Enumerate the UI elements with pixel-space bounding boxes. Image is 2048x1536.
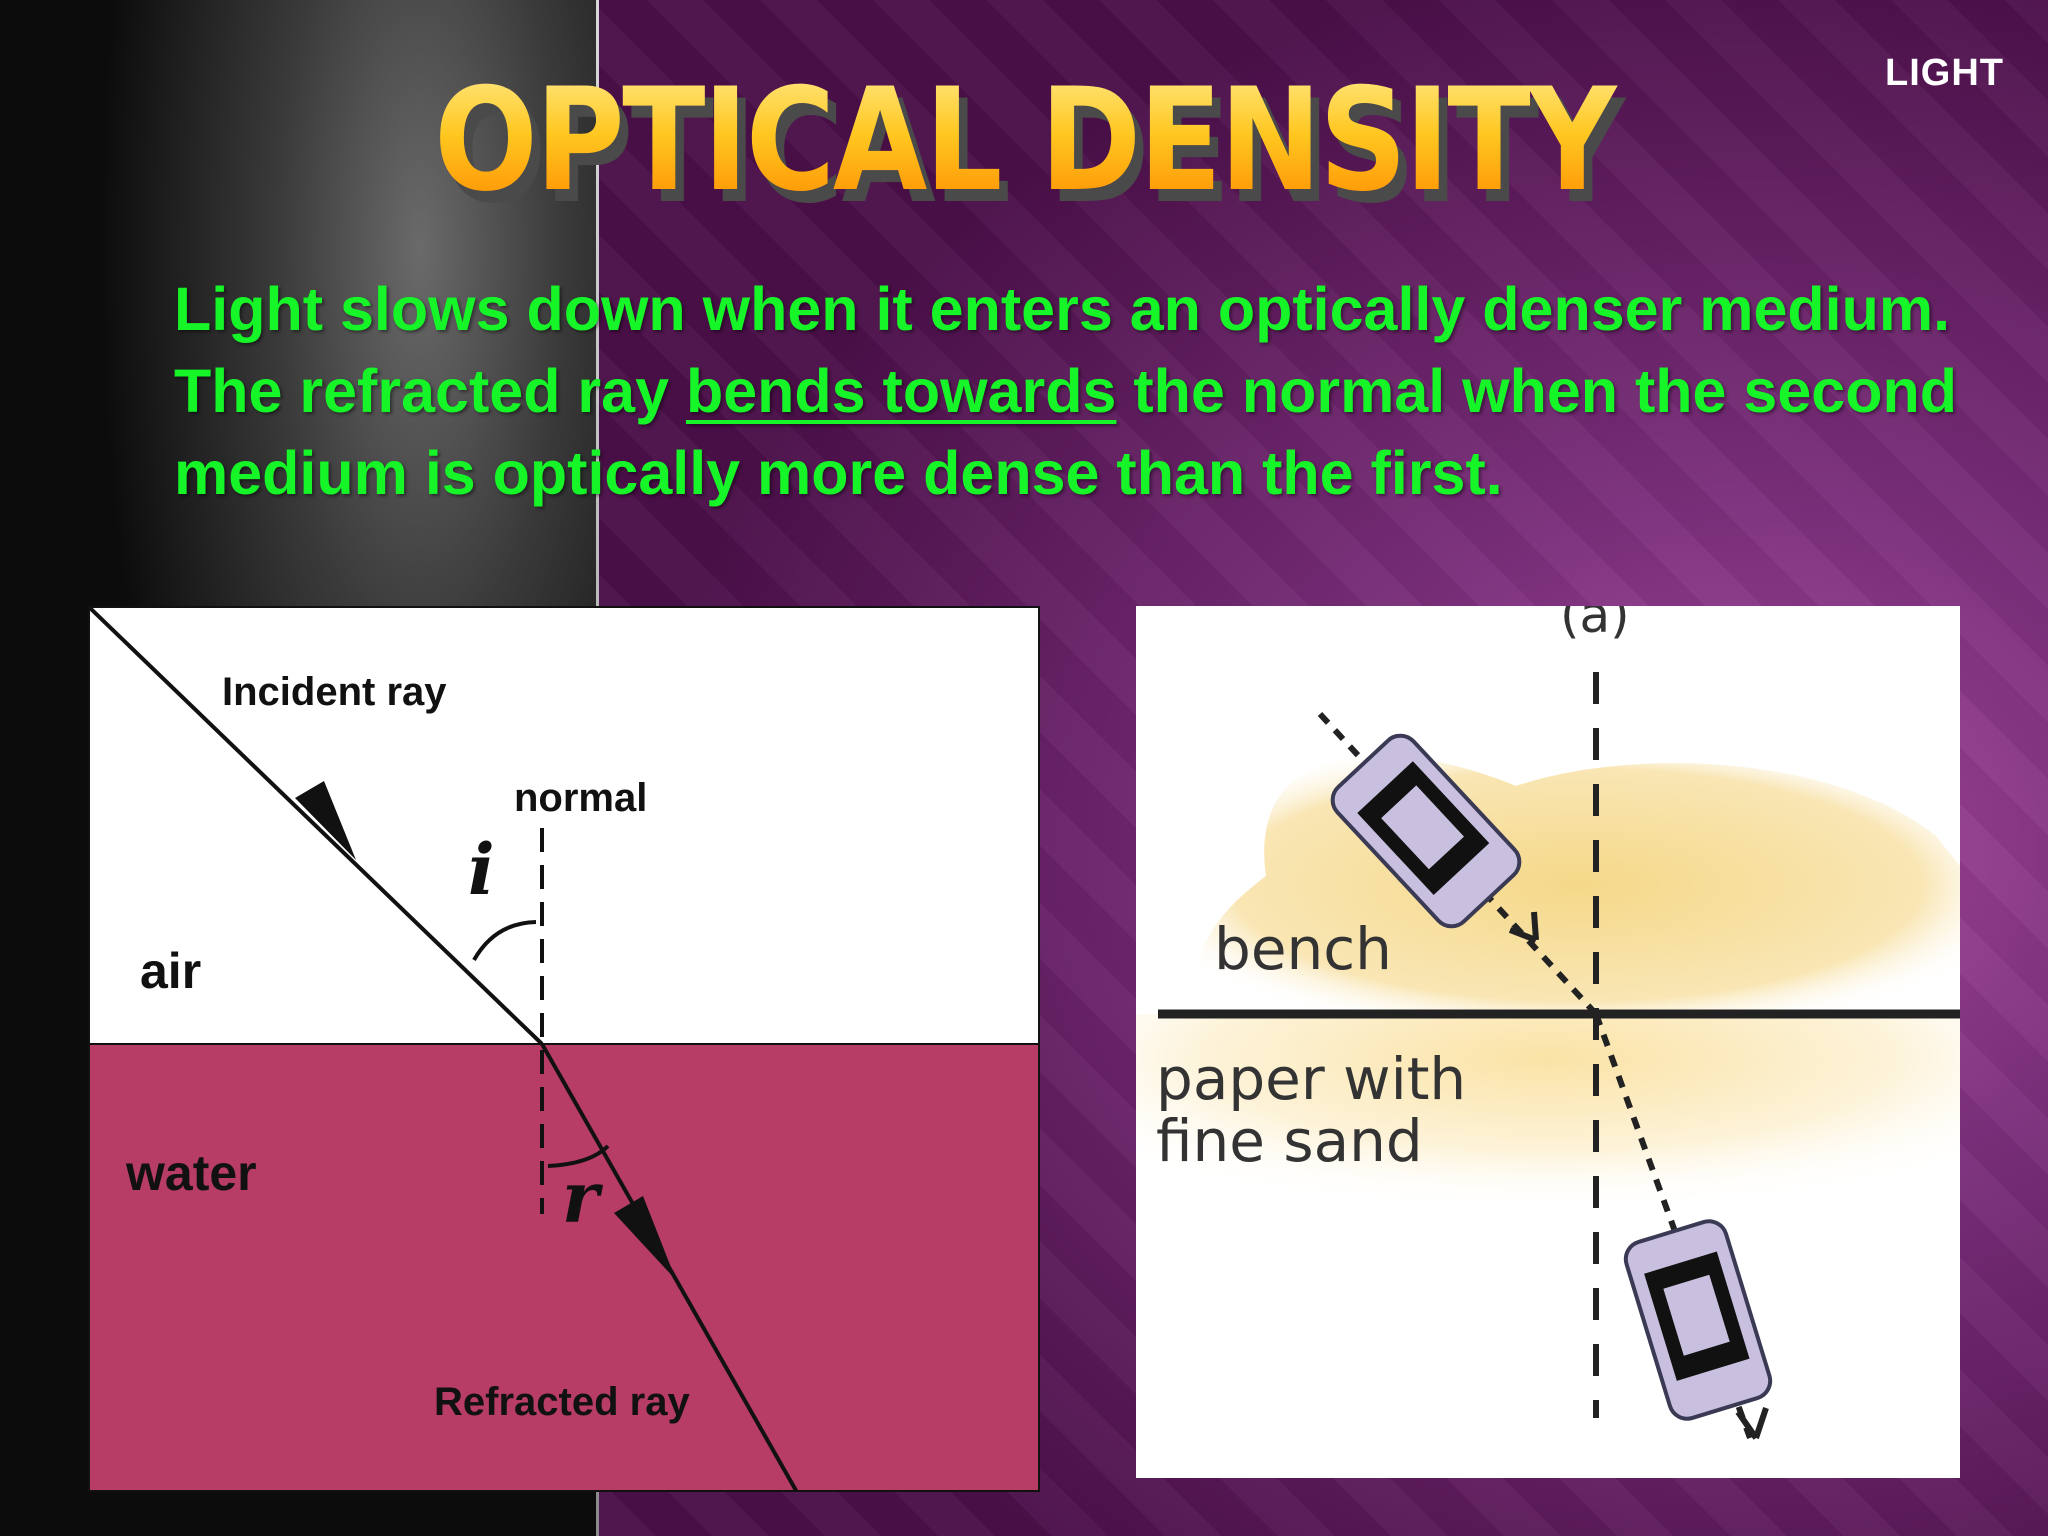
angle-r-arc <box>547 1144 610 1168</box>
air-label: air <box>140 943 202 999</box>
sand-surface <box>1136 1014 1960 1234</box>
body-text-part-1: Light slows down when it enters an optic… <box>174 275 1951 425</box>
car-top-icon <box>1330 733 1522 929</box>
incident-ray-label: Incident ray <box>222 670 447 714</box>
water-region <box>90 1044 1038 1490</box>
body-text-part-2: the normal when the second medium is opt… <box>174 357 1957 507</box>
chapter-label: LIGHT <box>1885 52 2004 94</box>
water-label: water <box>126 1145 257 1201</box>
incident-arrowhead <box>295 781 356 860</box>
angle-r-label: r <box>562 1156 599 1239</box>
body-text: Light slows down when it enters an optic… <box>174 268 1994 514</box>
normal-label: normal <box>514 776 648 820</box>
path-arrow-1 <box>1508 911 1539 943</box>
car-analogy-diagram: (a) bench paper with fine sand <box>1136 606 1960 1478</box>
sand-label-line-2: fine sand <box>1156 1107 1423 1175</box>
refraction-diagram: Incident ray normal i air water r Refrac… <box>88 606 1040 1492</box>
car-analogy-graphic <box>1136 672 1960 1440</box>
car-bottom-icon <box>1623 1219 1773 1421</box>
angle-i-arc <box>472 920 537 961</box>
body-text-emphasis: bends towards <box>685 357 1117 425</box>
refracted-ray-label: Refracted ray <box>434 1380 690 1424</box>
angle-i-label: i <box>468 828 495 911</box>
path-arrow-2 <box>1735 1407 1769 1440</box>
bench-label: bench <box>1214 915 1392 983</box>
slide-title: OPTICAL DENSITY <box>143 70 1904 212</box>
sand-label-line-1: paper with <box>1156 1045 1467 1113</box>
refraction-diagram-graphic <box>90 608 1038 1490</box>
refracted-arrowhead <box>614 1196 676 1280</box>
incident-ray <box>90 608 544 1046</box>
panel-label: (a) <box>1560 606 1630 644</box>
